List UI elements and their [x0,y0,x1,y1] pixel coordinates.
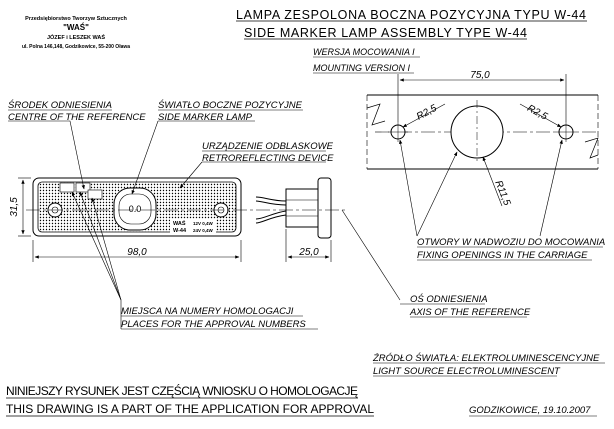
lamp-side-view [255,177,332,239]
version-en: MOUNTING VERSION I [313,63,411,73]
nameplate-w44: W-44 [173,228,187,234]
retro-en: RETROREFLECTING DEVICE [202,153,334,164]
ref-centre-en: CENTRE OF THE REFERENCE [8,112,146,123]
footer-pl: NINIEJSZY RYSUNEK JEST CZĘŚCIĄ WNIOSKU O… [6,383,358,398]
dim-radius-left: R2,5 [415,103,439,123]
footer: NINIEJSZY RYSUNEK JEST CZĘŚCIĄ WNIOSKU O… [6,383,597,417]
dim-width: 98,0 [127,247,147,258]
mounting-detail [366,74,599,237]
dim-radius-hole: R11,5 [492,179,512,208]
lamp-front-view: 0.0 WAŚ W-44 12V 0,4W 24V 0,4W [32,177,242,237]
approval-mark-3 [87,189,103,200]
axis-en: AXIS OF THE REFERENCE [409,307,531,318]
side-dimensions [285,229,332,262]
lens-marking: 0.0 [129,204,142,214]
place-date: GODZIKOWICE, 19.10.2007 [469,405,591,416]
title-block: LAMPA ZESPOLONA BOCZNA POZYCYJNA TYPU W-… [236,8,587,74]
dim-radius-right: R2,5 [525,103,549,123]
fixing-pl: OTWORY W NADWOZIU DO MOCOWANIA [417,237,605,248]
ref-centre-pl: ŚRODEK ODNIESIENIA [8,99,112,111]
title-en: SIDE MARKER LAMP ASSEMBLY TYPE W-44 [244,26,527,40]
dim-height: 31,5 [9,197,20,217]
nameplate [170,219,216,233]
source-pl: ŹRÓDŁO ŚWIATŁA: ELEKTROLUMINESCENCYJNE [372,352,600,364]
approval-mark-1 [59,182,75,193]
company-line1: Przedsiębiorstwo Tworzyw Sztucznych [25,16,127,22]
dim-depth: 25,0 [298,247,319,258]
fixing-en: FIXING OPENINGS IN THE CARRIAGE [417,250,588,261]
company-header: Przedsiębiorstwo Tworzyw Sztucznych "WAŚ… [22,16,130,50]
front-dimensions [18,177,242,262]
approval-en: PLACES FOR THE APPROVAL NUMBERS [121,319,306,330]
side-lamp-pl: ŚWIATŁO BOCZNE POZYCYJNE [158,99,303,111]
nameplate-24v: 24V 0,4W [193,228,214,233]
approval-pl: MIEJSCA NA NUMERY HOMOLOGACJI [121,306,294,317]
nameplate-was: WAŚ [173,220,186,227]
company-name: "WAŚ" [63,23,89,32]
title-pl: LAMPA ZESPOLONA BOCZNA POZYCYJNA TYPU W-… [236,8,586,22]
callout-underlines [8,109,326,152]
dim-spacing: 75,0 [470,70,490,81]
retro-pl: URZĄDZENIE ODBLASKOWE [202,141,334,152]
side-lamp-en: SIDE MARKER LAMP [158,112,253,123]
axis-pl: OŚ ODNIESIENIA [410,293,488,305]
version-pl: WERSJA MOCOWANIA I [313,47,415,57]
callout-leaders [8,120,326,329]
callout-texts: ŚRODEK ODNIESIENIA CENTRE OF THE REFEREN… [8,99,605,377]
source-en: LIGHT SOURCE ELECTROLUMINESCENT [373,366,561,377]
footer-en: THIS DRAWING IS A PART OF THE APPLICATIO… [6,402,374,416]
nameplate-12v: 12V 0,4W [193,221,214,226]
company-address: ul. Polna 146,148, Godzikowice, 55-200 O… [22,44,130,50]
company-owners: JÓZEF i LESZEK WAŚ [47,33,105,41]
reference-axis [26,209,401,301]
